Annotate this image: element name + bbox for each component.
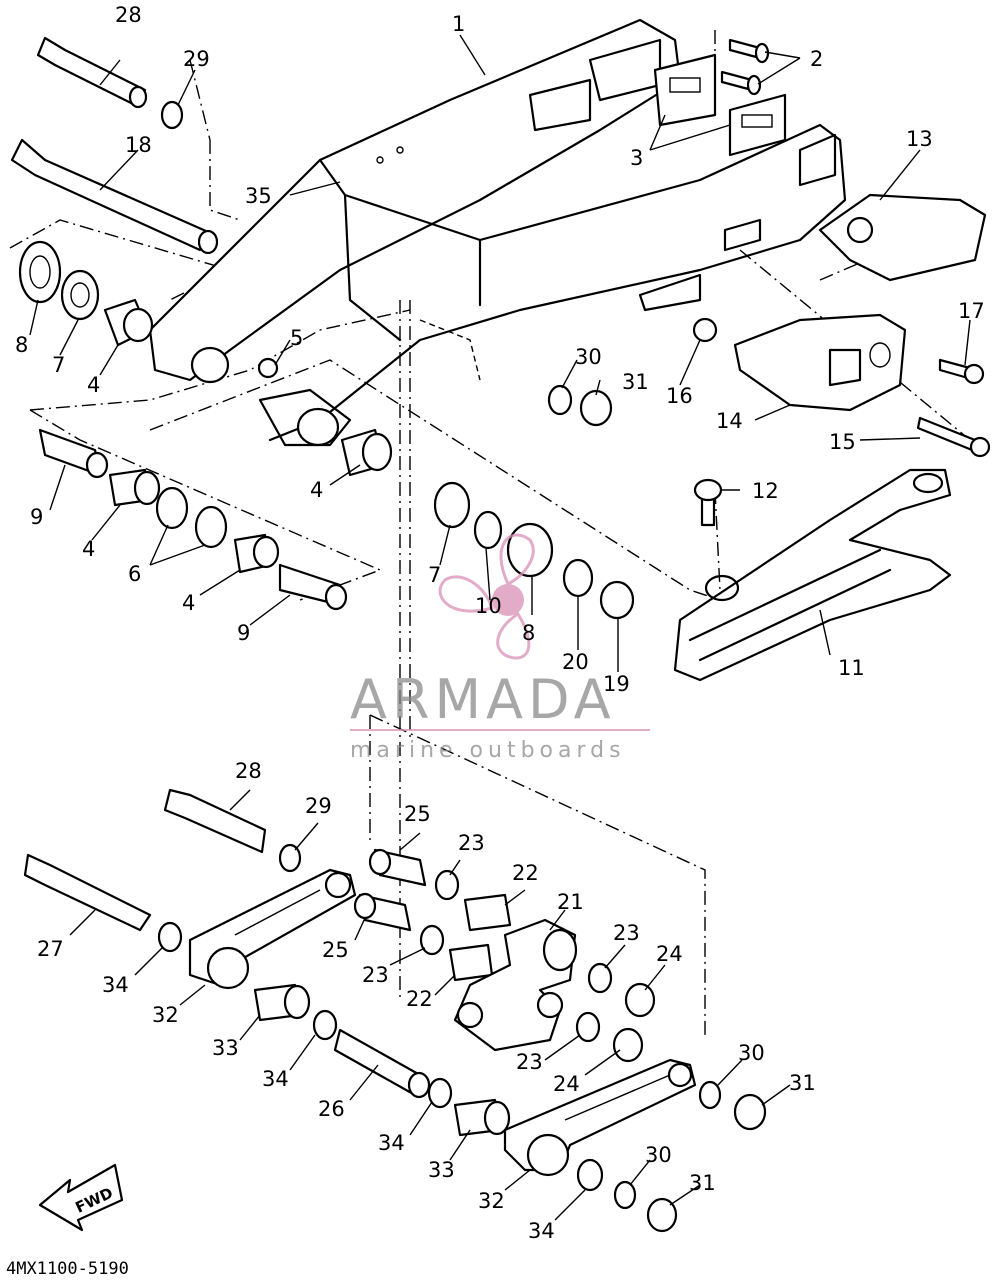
callout-20: 20: [562, 650, 589, 674]
part-callouts: 1 2 3 4 5 6 7 8 9 10 11 12 13 14 15 16 1…: [15, 3, 985, 1243]
callout-12: 12: [752, 479, 779, 503]
callout-4a: 4: [87, 373, 100, 397]
adjuster-plates: [653, 53, 787, 157]
callout-24a: 24: [656, 942, 683, 966]
callout-27: 27: [37, 937, 64, 961]
callout-31c: 31: [689, 1171, 716, 1195]
callout-9b: 9: [237, 621, 250, 645]
callout-3: 3: [630, 146, 643, 170]
callout-32a: 32: [152, 1003, 179, 1027]
callout-8a: 8: [15, 333, 28, 357]
callout-30a: 30: [575, 345, 602, 369]
callout-1: 1: [452, 12, 465, 36]
callout-23a: 23: [458, 831, 485, 855]
callout-31a: 31: [622, 370, 649, 394]
callout-18: 18: [125, 133, 152, 157]
watermark-subtitle: marine outboards: [350, 738, 626, 763]
arm-bolt: [693, 478, 723, 527]
callout-33a: 33: [212, 1036, 239, 1060]
callout-29a: 29: [183, 47, 210, 71]
callout-30b: 30: [738, 1041, 765, 1065]
pivot-shafts: [10, 36, 219, 255]
callout-2: 2: [810, 47, 823, 71]
leader-lines: [29, 34, 971, 1221]
callout-16: 16: [666, 384, 693, 408]
callout-9a: 9: [30, 505, 43, 529]
callout-7a: 7: [52, 353, 65, 377]
callout-33b: 33: [428, 1158, 455, 1182]
callout-29b: 29: [305, 794, 332, 818]
callout-25a: 25: [404, 802, 431, 826]
callout-35: 35: [245, 184, 272, 208]
callout-34a: 34: [102, 973, 129, 997]
chain-guide-arm: [673, 468, 952, 682]
callout-8b: 8: [522, 621, 535, 645]
callout-31b: 31: [789, 1071, 816, 1095]
callout-10: 10: [475, 594, 502, 618]
callout-11: 11: [838, 656, 865, 680]
callout-30c: 30: [645, 1143, 672, 1167]
callout-22b: 22: [406, 987, 433, 1011]
drawing-code: 4MX1100-5190: [6, 1259, 129, 1279]
callout-23c: 23: [613, 921, 640, 945]
callout-4b: 4: [310, 478, 323, 502]
callout-25b: 25: [322, 938, 349, 962]
callout-4c: 4: [82, 537, 95, 561]
watermark: ARMADA marine outboards: [350, 533, 650, 763]
callout-14: 14: [716, 409, 743, 433]
callout-13: 13: [906, 127, 933, 151]
callout-5: 5: [290, 326, 303, 350]
swing-arm: [148, 18, 847, 447]
callout-26: 26: [318, 1097, 345, 1121]
watermark-title: ARMADA: [350, 668, 616, 731]
washer-29-top: [160, 100, 184, 130]
callout-4d: 4: [182, 591, 195, 615]
chain-guide: [733, 193, 987, 412]
callout-17: 17: [958, 299, 985, 323]
propeller-logo-icon: [438, 533, 535, 660]
relay-linkage: [23, 788, 767, 1233]
small-bolts: [720, 38, 770, 96]
callout-7b: 7: [428, 563, 441, 587]
callout-19: 19: [603, 672, 630, 696]
callout-6: 6: [128, 562, 141, 586]
callout-28b: 28: [235, 759, 262, 783]
callout-34b: 34: [262, 1067, 289, 1091]
callout-21: 21: [557, 890, 584, 914]
forward-direction-arrow: FWD: [38, 1163, 124, 1232]
callout-23b: 23: [362, 963, 389, 987]
callout-32b: 32: [478, 1189, 505, 1213]
guide-bolts: [692, 317, 991, 458]
callout-34c: 34: [378, 1131, 405, 1155]
pivot-bearings: [18, 240, 635, 620]
callout-34d: 34: [528, 1219, 555, 1243]
callout-24b: 24: [553, 1072, 580, 1096]
callout-15: 15: [829, 430, 856, 454]
callout-22a: 22: [512, 861, 539, 885]
callout-23d: 23: [516, 1050, 543, 1074]
callout-28a: 28: [115, 3, 142, 27]
